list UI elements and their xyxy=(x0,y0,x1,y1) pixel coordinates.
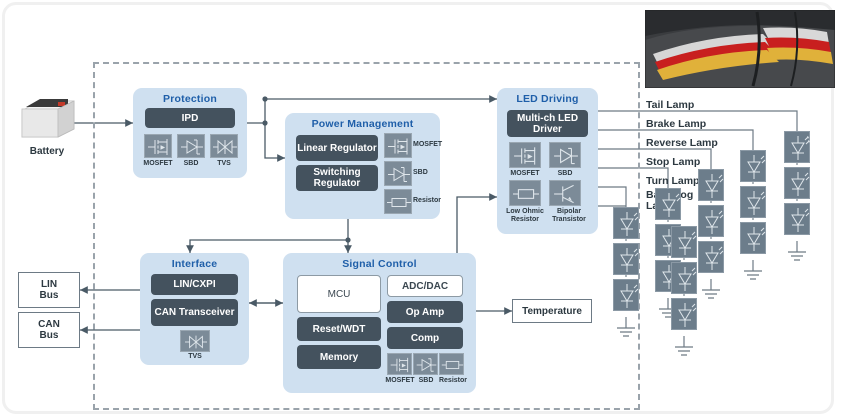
led-symbol-tile xyxy=(698,205,724,237)
chip-ipd[interactable]: IPD xyxy=(145,108,235,128)
lamp-label-turn: Turn Lamp xyxy=(646,175,700,187)
led-driving-title: LED Driving xyxy=(516,93,579,105)
chip-lin-cxpi[interactable]: LIN/CXPI xyxy=(151,274,238,295)
mosfet-symbol xyxy=(387,353,412,375)
pm-symbol-caption-0: MOSFET xyxy=(413,141,443,148)
chip-reset-wdt[interactable]: Reset/WDT xyxy=(297,317,381,341)
schottky-diode-symbol xyxy=(549,142,581,168)
lin-bus-box[interactable]: LIN Bus xyxy=(18,272,80,308)
led-symbol-tile xyxy=(671,298,697,330)
lamp-label-tail: Tail Lamp xyxy=(646,99,695,111)
battery-label: Battery xyxy=(29,146,65,157)
schottky-diode-symbol xyxy=(384,161,412,186)
led-symbol-tile xyxy=(784,167,810,199)
pm-symbol-caption-1: SBD xyxy=(413,169,428,176)
lamp-label-reverse: Reverse Lamp xyxy=(646,137,718,149)
chip-comp[interactable]: Comp xyxy=(387,327,463,349)
protection-symbol-caption-1: SBD xyxy=(183,160,199,167)
sc-symbol-caption-0: MOSFET xyxy=(385,377,415,384)
block-interface[interactable]: Interface LIN/CXPI CAN Transceiver TVS xyxy=(140,253,249,365)
chip-multich-label: Multi-ch LED Driver xyxy=(516,112,579,135)
signal-control-title: Signal Control xyxy=(342,258,417,270)
chip-switching-regulator-label: Switching Regulator xyxy=(313,167,361,189)
led-symbol-caption-0: MOSFET xyxy=(510,170,540,177)
chip-can-transceiver[interactable]: CAN Transceiver xyxy=(151,299,238,326)
led-symbol-tile xyxy=(740,222,766,254)
tvs-diode-symbol xyxy=(180,330,210,352)
led-symbol-tile xyxy=(613,207,639,239)
led-symbol-tile xyxy=(698,241,724,273)
can-bus-box[interactable]: CAN Bus xyxy=(18,312,80,348)
led-symbol-caption-1: SBD xyxy=(557,170,573,177)
led-symbol-tile xyxy=(784,131,810,163)
resistor-symbol xyxy=(439,353,464,375)
chip-multi-ch-led-driver[interactable]: Multi-ch LED Driver xyxy=(507,110,588,137)
ecu-boundary xyxy=(93,62,640,410)
resistor-symbol xyxy=(384,189,412,214)
lamp-label-brake: Brake Lamp xyxy=(646,118,707,130)
led-symbol-tile xyxy=(613,279,639,311)
led-symbol-caption-2: Low Ohmic Resistor xyxy=(506,208,544,223)
led-symbol-tile xyxy=(671,262,697,294)
mosfet-symbol xyxy=(509,142,541,168)
protection-symbol-caption-0: MOSFET xyxy=(143,160,173,167)
led-symbol-tile xyxy=(655,188,681,220)
power-management-title: Power Management xyxy=(311,118,414,130)
pm-symbol-caption-2: Resistor xyxy=(413,197,442,204)
resistor-symbol xyxy=(509,180,541,206)
mosfet-symbol xyxy=(384,133,412,158)
can-bus-label: CAN Bus xyxy=(38,319,60,341)
protection-symbol-caption-2: TVS xyxy=(217,160,231,167)
chip-op-amp[interactable]: Op Amp xyxy=(387,301,463,323)
led-symbol-tile xyxy=(740,186,766,218)
led-symbol-tile xyxy=(784,203,810,235)
chip-memory[interactable]: Memory xyxy=(297,345,381,369)
lamp-label-stop: Stop Lamp xyxy=(646,156,701,168)
mosfet-symbol xyxy=(144,134,172,158)
chip-switching-regulator[interactable]: Switching Regulator xyxy=(296,165,378,191)
tvs-diode-symbol xyxy=(210,134,238,158)
bjt-symbol xyxy=(549,180,581,206)
block-led-driving[interactable]: LED Driving Multi-ch LED Driver MOSFET S… xyxy=(497,88,598,234)
temperature-label: Temperature xyxy=(522,305,582,317)
battery-icon xyxy=(18,95,76,141)
block-power-management[interactable]: Power Management Linear Regulator Switch… xyxy=(285,113,443,219)
chip-can-transceiver-label: CAN Transceiver xyxy=(154,307,235,318)
tail-lamp-photo xyxy=(645,10,835,88)
temperature-box[interactable]: Temperature xyxy=(512,299,592,323)
lin-bus-label: LIN Bus xyxy=(39,279,59,301)
interface-symbol-caption-0: TVS xyxy=(188,353,202,360)
chip-adc-dac[interactable]: ADC/DAC xyxy=(387,275,463,297)
chip-linear-regulator-label: Linear Regulator xyxy=(297,142,377,154)
led-symbol-tile xyxy=(740,150,766,182)
led-symbol-tile xyxy=(613,243,639,275)
sc-symbol-caption-1: SBD xyxy=(418,377,434,384)
chip-linear-regulator[interactable]: Linear Regulator xyxy=(296,135,378,161)
sc-symbol-caption-2: Resistor xyxy=(438,377,467,384)
schottky-diode-symbol xyxy=(413,353,438,375)
protection-title: Protection xyxy=(163,93,217,105)
interface-title: Interface xyxy=(171,258,218,270)
schottky-diode-symbol xyxy=(177,134,205,158)
block-signal-control[interactable]: Signal Control MCU Reset/WDT Memory ADC/… xyxy=(283,253,476,393)
led-symbol-tile xyxy=(671,226,697,258)
chip-mcu[interactable]: MCU xyxy=(297,275,381,313)
block-protection[interactable]: Protection IPD MOSFET SBD TVS xyxy=(133,88,247,178)
led-symbol-caption-3: Bipolar Transistor xyxy=(552,208,586,223)
led-symbol-tile xyxy=(698,169,724,201)
